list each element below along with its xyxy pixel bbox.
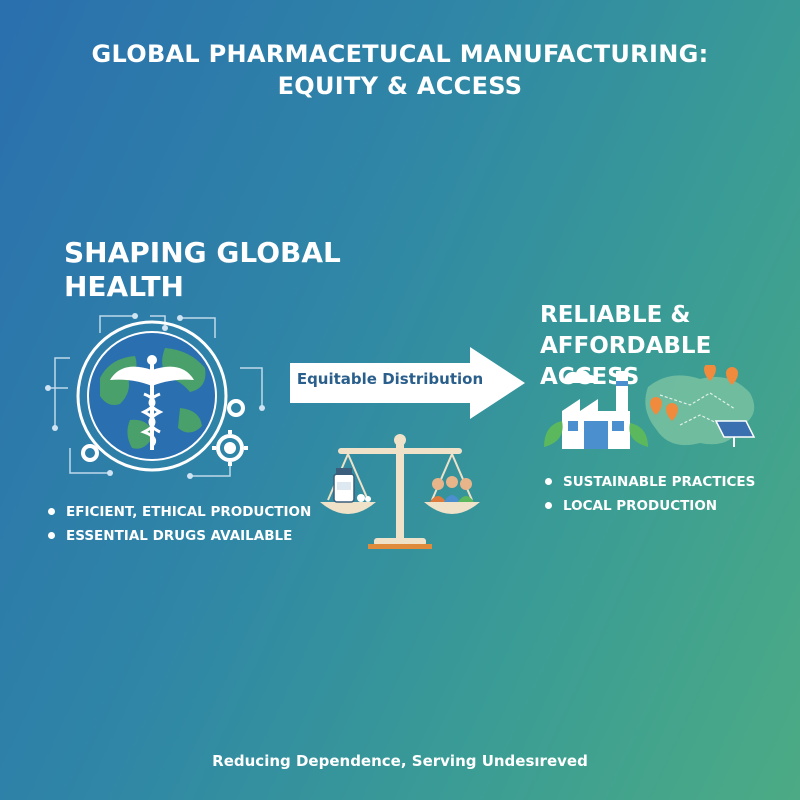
solar-panel-icon — [714, 420, 756, 447]
medicine-bottle-icon — [333, 468, 371, 503]
factory-icon — [540, 363, 770, 459]
right-heading-line-2: AFFORDABLE ACCESS — [540, 333, 712, 390]
globe-caduceus-icon — [40, 308, 270, 492]
title-line-2: EQUITY & ACCESS — [277, 72, 523, 100]
list-item-label: ESSENTIAL DRUGS AVAILABLE — [66, 528, 293, 544]
list-item: ESSENTIAL DRUGS AVAILABLE — [46, 524, 311, 548]
title-line-1: GLOBAL PHARMACETUCAL MANUFACTURING: — [91, 40, 709, 68]
page-title: GLOBAL PHARMACETUCAL MANUFACTURING: EQUI… — [0, 38, 800, 102]
right-arrow-icon — [290, 347, 525, 419]
bullet-icon — [545, 478, 552, 485]
balance-scale-icon — [318, 432, 483, 556]
footer-tagline: Reducing Dependence, Serving Undesıreved — [212, 752, 588, 770]
left-heading-line-2: HEALTH — [64, 270, 184, 303]
list-item-label: EFICIENT, ETHICAL PRODUCTION — [66, 504, 312, 520]
gear-icon — [81, 399, 245, 462]
right-heading-line-1: RELIABLE & — [540, 302, 691, 328]
list-item: LOCAL PRODUCTION — [543, 494, 755, 518]
left-bullet-list: EFICIENT, ETHICAL PRODUCTION ESSENTIAL D… — [46, 500, 311, 548]
bullet-icon — [48, 532, 55, 539]
list-item-label: SUSTAINABLE PRACTICES — [563, 474, 756, 490]
list-item: SUSTAINABLE PRACTICES — [543, 470, 755, 494]
left-heading: SHAPING GLOBAL HEALTH — [64, 236, 341, 304]
people-icon — [430, 476, 474, 502]
list-item: EFICIENT, ETHICAL PRODUCTION — [46, 500, 311, 524]
right-heading: RELIABLE & AFFORDABLE ACCESS — [540, 300, 800, 393]
distribution-arrow: Equitable Distribution — [290, 347, 525, 419]
arrow-label: Equitable Distribution — [296, 370, 484, 388]
list-item-label: LOCAL PRODUCTION — [563, 498, 718, 514]
right-bullet-list: SUSTAINABLE PRACTICES LOCAL PRODUCTION — [543, 470, 755, 518]
left-heading-line-1: SHAPING GLOBAL — [64, 236, 341, 269]
bullet-icon — [545, 502, 552, 509]
bullet-icon — [48, 508, 55, 515]
